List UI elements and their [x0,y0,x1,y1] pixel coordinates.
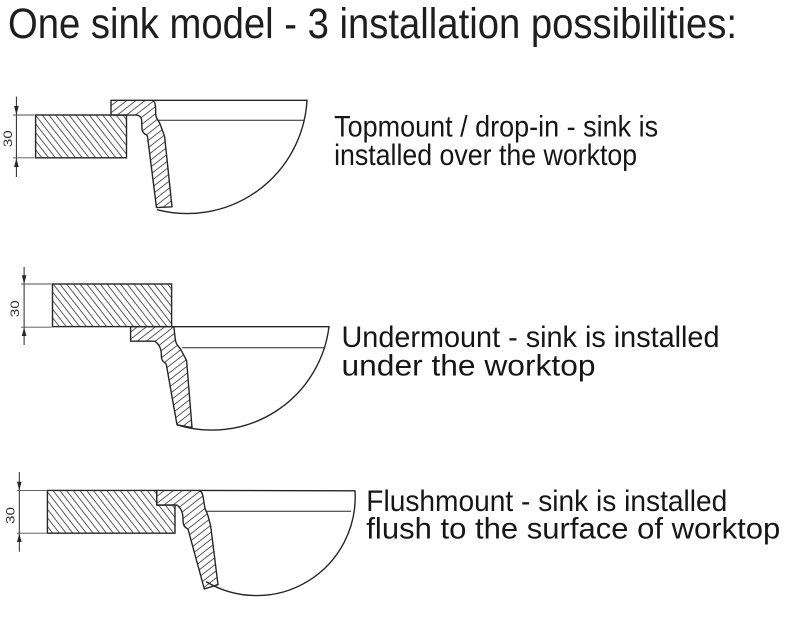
svg-text:Flushmount - sink is installed: Flushmount - sink is installed [366,485,727,518]
svg-text:flush to the surface of workto: flush to the surface of worktop [366,513,780,546]
svg-text:30: 30 [1,130,15,147]
svg-text:under the worktop: under the worktop [342,349,596,382]
svg-text:Topmount / drop-in - sink is: Topmount / drop-in - sink is [334,111,658,144]
svg-text:30: 30 [8,300,22,317]
svg-text:30: 30 [3,507,17,524]
svg-text:Undermount - sink is installed: Undermount - sink is installed [342,321,720,354]
svg-text:installed over the worktop: installed over the worktop [334,139,637,172]
svg-text:One sink model - 3 installatio: One sink model - 3 installation possibil… [8,1,737,48]
